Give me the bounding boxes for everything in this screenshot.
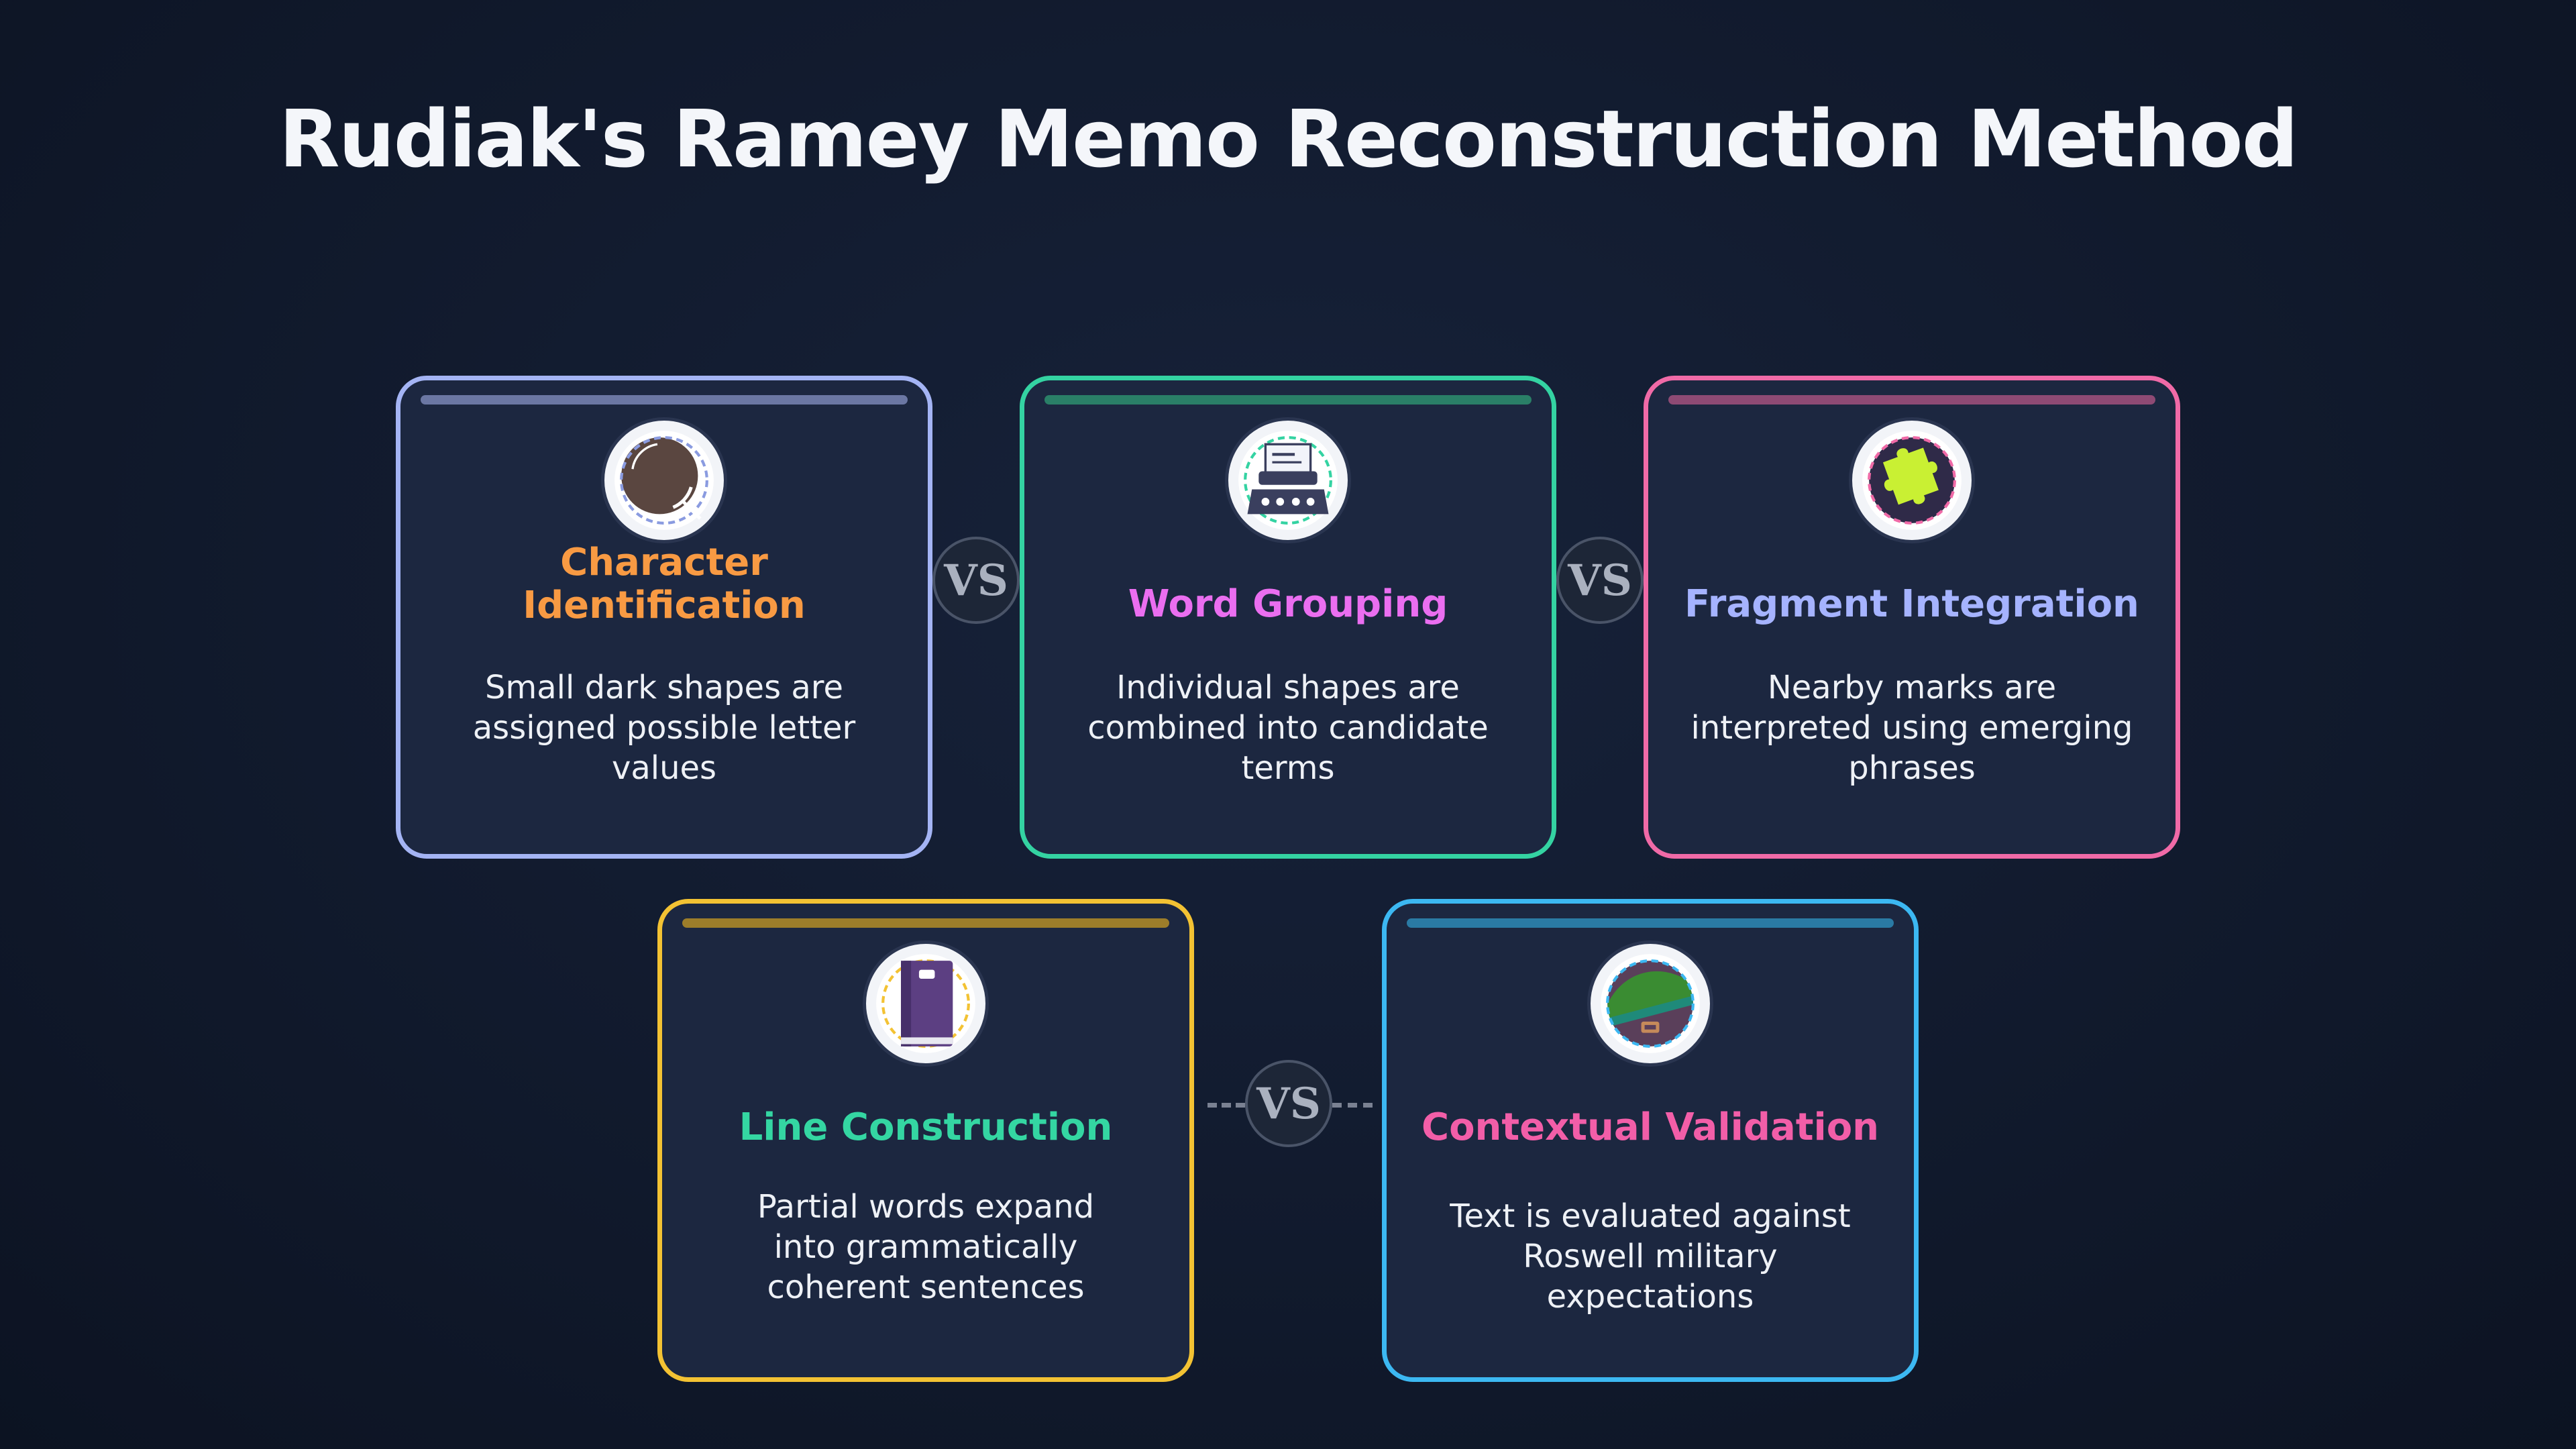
magnifier-icon bbox=[601, 417, 727, 543]
card-accent-bar bbox=[1407, 918, 1894, 928]
card-line-construction: Line Construction Partial words expand i… bbox=[657, 899, 1194, 1382]
military-helmet-icon bbox=[1587, 941, 1713, 1067]
connector-line bbox=[1208, 1103, 1245, 1108]
card-accent-bar bbox=[1668, 395, 2155, 405]
card-title: Line Construction bbox=[739, 1106, 1113, 1149]
card-description: Nearby marks are interpreted using emerg… bbox=[1690, 669, 2133, 787]
card-description: Partial words expand into grammatically … bbox=[757, 1188, 1095, 1306]
vs-badge: VS bbox=[932, 537, 1020, 624]
card-title: Word Grouping bbox=[1128, 582, 1448, 626]
card-contextual-validation: Contextual Validation Text is evaluated … bbox=[1382, 899, 1919, 1382]
puzzle-icon bbox=[1849, 417, 1975, 543]
card-word-grouping: Word Grouping Individual shapes are comb… bbox=[1020, 376, 1556, 859]
card-accent-bar bbox=[1044, 395, 1532, 405]
card-title: Character Identification bbox=[523, 541, 806, 627]
card-title: Fragment Integration bbox=[1684, 582, 2139, 626]
card-description: Individual shapes are combined into cand… bbox=[1087, 669, 1489, 787]
card-accent-bar bbox=[682, 918, 1169, 928]
card-description: Small dark shapes are assigned possible … bbox=[472, 669, 856, 787]
card-character-identification: Character Identification Small dark shap… bbox=[396, 376, 932, 859]
book-icon bbox=[863, 941, 989, 1067]
card-accent-bar bbox=[421, 395, 908, 405]
vs-badge: VS bbox=[1556, 537, 1644, 624]
card-description: Text is evaluated against Roswell milita… bbox=[1450, 1197, 1851, 1316]
connector-line bbox=[1332, 1103, 1373, 1108]
vs-badge: VS bbox=[1245, 1060, 1332, 1147]
typewriter-icon bbox=[1225, 417, 1351, 543]
card-fragment-integration: Fragment Integration Nearby marks are in… bbox=[1644, 376, 2180, 859]
page-title: Rudiak's Ramey Memo Reconstruction Metho… bbox=[278, 93, 2298, 185]
card-title: Contextual Validation bbox=[1421, 1106, 1880, 1149]
